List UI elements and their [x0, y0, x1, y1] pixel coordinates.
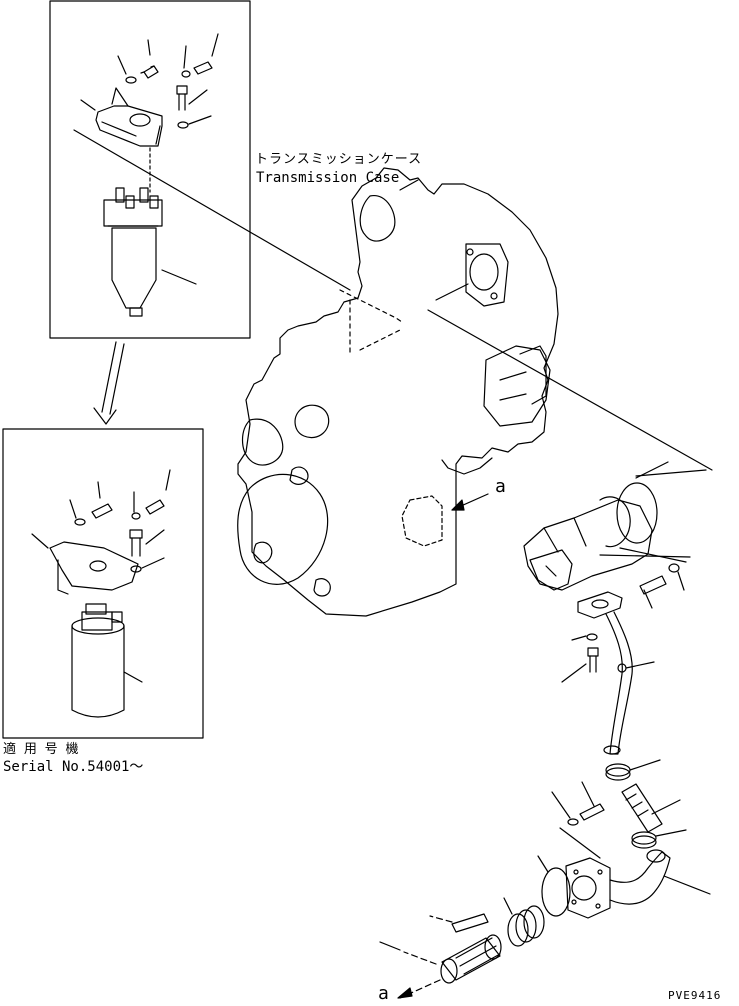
hidden-edge	[339, 289, 403, 323]
bolt	[145, 469, 171, 515]
bolt	[176, 85, 188, 111]
leader-line	[571, 635, 587, 641]
inset-old-filter	[49, 0, 351, 339]
bolt	[639, 575, 667, 609]
leader-line	[629, 759, 661, 771]
strainer-element	[440, 934, 502, 984]
inset-new-filter	[2, 428, 204, 739]
pump-body	[523, 499, 653, 591]
filter-element	[71, 603, 125, 718]
change-arrow	[93, 341, 125, 425]
washer	[567, 818, 579, 826]
bolt	[579, 781, 605, 821]
leader-line	[427, 309, 713, 471]
washer	[74, 518, 86, 526]
reference-label-upper: a	[495, 476, 506, 497]
leader-line	[379, 941, 401, 951]
leader-line	[651, 799, 681, 815]
bolt	[140, 39, 159, 79]
leader-line	[551, 791, 571, 819]
washer	[130, 565, 142, 573]
filter-element	[103, 187, 163, 317]
transmission-case-label-jp: トランスミッションケース	[255, 152, 423, 167]
hidden-port	[401, 495, 443, 547]
washer	[181, 70, 191, 78]
transmission-case	[237, 167, 559, 617]
pump-assembly	[523, 461, 691, 591]
reference-arrow-upper	[451, 493, 489, 511]
case-side-flange	[483, 345, 551, 427]
filter-bracket	[95, 87, 163, 147]
o-ring	[541, 867, 571, 917]
leader-line	[635, 461, 669, 479]
leader-line	[561, 663, 587, 683]
washer	[125, 76, 137, 84]
serial-label-jp: 適 用 号 機	[3, 742, 79, 757]
reference-label-lower: a	[378, 983, 389, 1004]
leader-line	[188, 115, 212, 125]
leader-line	[80, 99, 96, 111]
washer	[668, 563, 680, 573]
bolt	[193, 33, 219, 75]
leader-line	[161, 269, 197, 285]
leader-line	[503, 897, 513, 915]
washer	[131, 512, 141, 520]
filter-bracket	[49, 541, 139, 595]
leader-line	[537, 855, 549, 873]
spring	[507, 905, 545, 947]
inset-frame-lower	[2, 428, 204, 739]
case-opening	[294, 404, 330, 439]
transmission-case-label-en: Transmission Case	[256, 170, 400, 186]
bolt	[587, 647, 599, 673]
gasket	[616, 482, 658, 544]
leader-line	[183, 45, 187, 69]
bolt	[129, 529, 143, 557]
leader-line	[559, 827, 601, 859]
leader-line	[625, 661, 655, 669]
leader-line	[188, 89, 208, 105]
case-port	[469, 253, 499, 291]
leader-line	[655, 829, 687, 837]
leader-line	[117, 55, 127, 75]
suction-pipe	[577, 591, 633, 755]
case-opening	[241, 418, 284, 466]
bolt	[91, 481, 113, 519]
leader-line	[141, 557, 165, 569]
leader-line	[69, 499, 77, 519]
washer	[177, 121, 189, 129]
leader-line	[677, 571, 685, 591]
strainer-case	[565, 849, 671, 919]
leader-line	[663, 875, 711, 895]
leader-line	[429, 915, 453, 923]
drawing-code: PVE9416	[668, 989, 722, 1002]
leader-line	[123, 671, 143, 683]
case-opening	[359, 195, 396, 242]
leader-line	[399, 179, 419, 191]
leader-line	[403, 951, 437, 965]
leader-line	[435, 283, 469, 301]
hose-clamp	[605, 763, 631, 781]
leader-line	[145, 529, 165, 545]
leader-line	[31, 533, 49, 549]
reference-arrow-lower	[397, 979, 441, 999]
leader-line	[599, 554, 691, 558]
leader-line	[635, 469, 707, 477]
washer	[586, 633, 598, 641]
leader-line	[619, 547, 687, 563]
spacer-pin	[451, 913, 489, 933]
hose-clamp	[631, 831, 657, 849]
serial-label-en: Serial No.54001～	[3, 759, 144, 775]
hose	[621, 783, 663, 833]
inset-frame-upper	[49, 0, 251, 339]
leader-line-to-case	[73, 129, 351, 291]
case-port-flange	[465, 243, 509, 307]
case-bore	[237, 473, 329, 585]
